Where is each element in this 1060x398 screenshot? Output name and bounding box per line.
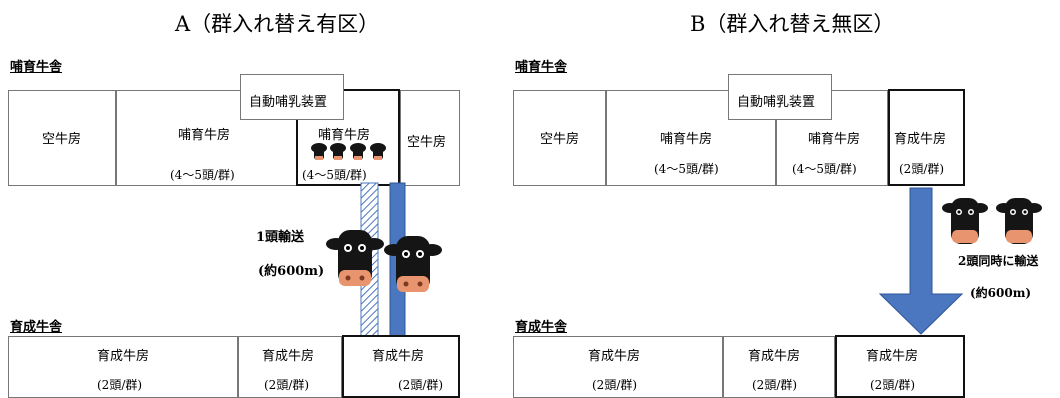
panel-a-calf-barn-label: 哺育牛舎 [10, 60, 63, 75]
panel-a-calves-group [311, 143, 386, 160]
panel-a-calf-pen-right-count: (4～5頭/群) [302, 168, 367, 182]
panel-a-calf-pen-right-label: 哺育牛房 [318, 128, 371, 143]
panel-a-empty-pen-left-label: 空牛房 [42, 132, 82, 147]
panel-b-heifer-pen-2 [723, 336, 835, 398]
panel-a-empty-pen-left [8, 90, 116, 186]
panel-b-transport-label: 2頭同時に輸送 [958, 254, 1039, 268]
panel-b-calf-pen-mid-count: (4～5頭/群) [792, 162, 857, 176]
panel-a-calf-pen [116, 90, 298, 186]
cow-head-icon [384, 236, 442, 292]
panel-a-heifer-pen-2-count: (2頭/群) [264, 378, 310, 392]
calf-icon [311, 143, 327, 160]
panel-b-empty-pen-left [513, 90, 606, 186]
panel-a-heifer-barn-label: 育成牛舎 [10, 320, 63, 335]
panel-b-title: B（群入れ替え無区） [690, 12, 895, 36]
calf-icon [370, 143, 386, 160]
cow-head-icon [942, 198, 988, 244]
panel-b-heifer-barn-label: 育成牛舎 [515, 320, 568, 335]
panel-b-calf-pen-label: 哺育牛房 [660, 132, 713, 147]
panel-b-empty-pen-left-label: 空牛房 [540, 132, 580, 147]
panel-b-heifer-pen-2-count: (2頭/群) [752, 378, 798, 392]
panel-a-empty-pen-right-label: 空牛房 [407, 135, 447, 150]
cow-head-icon [996, 198, 1042, 244]
panel-b-heifer-pen-1-label: 育成牛房 [588, 349, 641, 364]
panel-a-calf-pen-count: (4～5頭/群) [170, 168, 235, 182]
panel-a-heifer-pen-1-label: 育成牛房 [97, 349, 150, 364]
panel-b-cow-pair [942, 198, 1042, 244]
panel-b-heifer-pen-1 [513, 336, 723, 398]
panel-a-cow-pair [326, 230, 442, 292]
panel-a-distance-label: (約600m) [258, 264, 325, 279]
cow-head-icon [326, 230, 384, 286]
panel-a-transport-label: 1頭輸送 [256, 230, 305, 245]
panel-b-distance-label: (約600m) [970, 286, 1032, 300]
panel-a-heifer-pen-1 [8, 336, 238, 398]
panel-a-empty-pen-right [400, 90, 460, 186]
panel-b-heifer-pen-top-count: (2頭/群) [899, 162, 945, 176]
panel-b-heifer-pen-3-count: (2頭/群) [870, 378, 916, 392]
panel-a-title: A（群入れ替え有区） [175, 12, 380, 36]
panel-b-calf-barn-label: 哺育牛舎 [515, 60, 568, 75]
panel-b-heifer-pen-top [888, 89, 965, 186]
panel-a-heifer-pen-3-count: (2頭/群) [398, 378, 444, 392]
panel-b-heifer-pen-1-count: (2頭/群) [592, 378, 638, 392]
panel-a-calf-pen-label: 哺育牛房 [178, 128, 231, 143]
panel-a-heifer-pen-1-count: (2頭/群) [97, 378, 143, 392]
panel-a-auto-feeder-label: 自動哺乳装置 [249, 95, 328, 110]
down-arrow-icon [878, 187, 964, 335]
panel-a-heifer-pen-2 [238, 336, 342, 398]
panel-b-calf-pen-count: (4～5頭/群) [654, 162, 719, 176]
panel-a-heifer-pen-3-label: 育成牛房 [372, 349, 425, 364]
panel-a-heifer-pen-2-label: 育成牛房 [262, 349, 315, 364]
calf-icon [350, 143, 366, 160]
panel-b-heifer-pen-top-label: 育成牛房 [894, 132, 947, 147]
panel-b-calf-pen-mid-label: 哺育牛房 [808, 132, 861, 147]
panel-b-heifer-pen-2-label: 育成牛房 [748, 349, 801, 364]
panel-b-auto-feeder [728, 74, 832, 120]
panel-b-heifer-pen-3-label: 育成牛房 [866, 349, 919, 364]
panel-a-auto-feeder [240, 74, 344, 120]
calf-icon [330, 143, 346, 160]
panel-b-auto-feeder-label: 自動哺乳装置 [737, 95, 816, 110]
